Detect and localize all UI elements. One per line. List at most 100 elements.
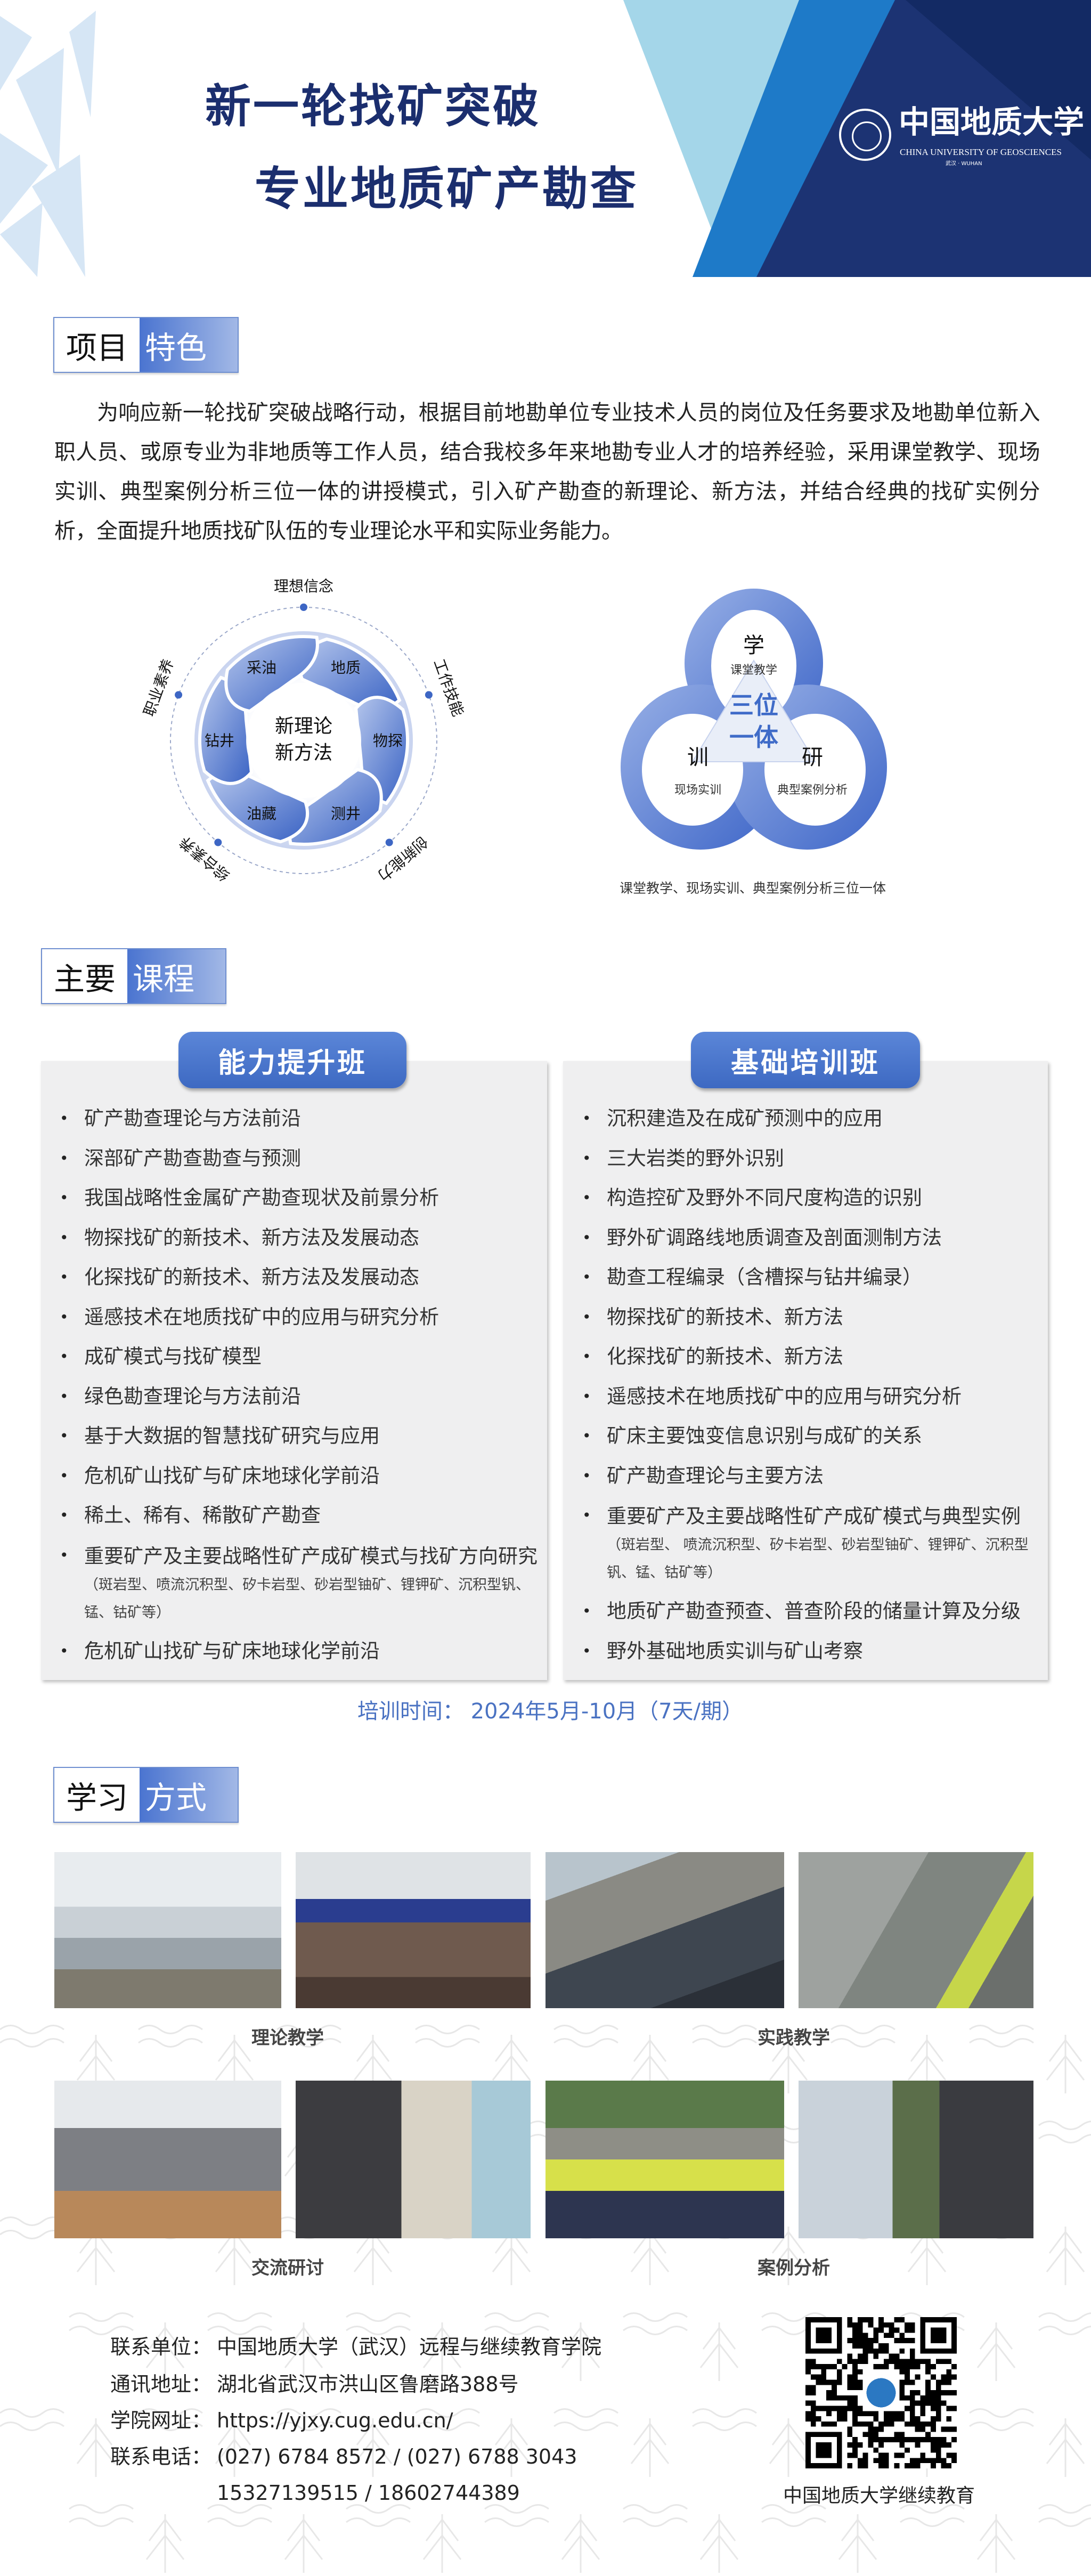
heading-part-a: 主要 xyxy=(42,949,127,1003)
wheel-outer-label: 工作技能 xyxy=(430,657,467,719)
course-item-text: 矿床主要蚀变信息识别与成矿的关系 xyxy=(607,1424,922,1447)
course-item-text: 物探找矿的新技术、新方法 xyxy=(607,1305,843,1328)
logo-cn: 中国地质大学 xyxy=(899,104,1085,140)
title-line-2: 专业地质矿产勘查 xyxy=(255,162,638,216)
photo-classroom-lecture xyxy=(54,1852,281,2008)
wheel-blade-label: 采油 xyxy=(247,659,276,676)
label-theory: 理论教学 xyxy=(251,2027,324,2049)
course-item: 物探找矿的新技术、新方法及发展动态 xyxy=(60,1218,542,1258)
course-item: 沉积建造及在成矿预测中的应用 xyxy=(582,1099,1046,1139)
logo-sub: 武汉 · WUHAN xyxy=(946,161,982,167)
course-item: 勘查工程编录（含槽探与钻井编录） xyxy=(582,1258,1046,1298)
wheel-blade-label: 物探 xyxy=(373,732,403,749)
wheel-blade-label: 钻井 xyxy=(205,732,234,749)
course-item: 地质矿产勘查预查、普查阶段的储量计算及分级 xyxy=(582,1592,1046,1632)
course-item: 我国战略性金属矿产勘查现状及前景分析 xyxy=(60,1178,542,1218)
orbit-dot xyxy=(385,838,393,846)
wheel-outer-label: 理想信念 xyxy=(274,577,333,595)
course-item-text: 野外矿调路线地质调查及剖面测制方法 xyxy=(607,1226,942,1249)
course-item-text: 成矿模式与找矿模型 xyxy=(84,1345,262,1368)
contact-label: 联系单位： xyxy=(110,2335,212,2359)
course-item-text: 重要矿产及主要战略性矿产成矿模式与找矿方向研究 xyxy=(84,1544,538,1568)
heading-part-b: 课程 xyxy=(127,949,225,1003)
contact-label: 联系电话： xyxy=(110,2445,212,2468)
course-item: 野外基础地质实训与矿山考察 xyxy=(582,1632,1046,1672)
course-item: 成矿模式与找矿模型 xyxy=(60,1337,542,1377)
course-item: 化探找矿的新技术、新方法及发展动态 xyxy=(60,1258,542,1298)
title-line-1: 新一轮找矿突破 xyxy=(205,80,541,133)
wheel-blade xyxy=(224,635,319,713)
qr-code[interactable] xyxy=(805,2317,957,2468)
course-item-text: 遥感技术在地质找矿中的应用与研究分析 xyxy=(84,1305,439,1328)
intro-paragraph: 为响应新一轮找矿突破战略行动，根据目前地勘单位专业技术人员的岗位及任务要求及地勘… xyxy=(54,401,1040,543)
course-item: 矿产勘查理论与方法前沿 xyxy=(60,1099,542,1139)
course-item-note: （斑岩型、喷流沉积型、矽卡岩型、砂岩型铀矿、锂钾矿、沉积型钒、锰、钴矿等） xyxy=(84,1576,530,1621)
course-item-text: 化探找矿的新技术、新方法及发展动态 xyxy=(84,1266,419,1289)
university-logo: 中国地质大学 CHINA UNIVERSITY OF GEOSCIENCES 武… xyxy=(839,104,1084,174)
course-item-text: 危机矿山找矿与矿床地球化学前沿 xyxy=(84,1639,380,1662)
contact-value: 中国地质大学（武汉）远程与继续教育学院 xyxy=(217,2335,602,2359)
course-item-text: 遥感技术在地质找矿中的应用与研究分析 xyxy=(607,1384,962,1408)
photo-discussion-room xyxy=(54,2081,281,2238)
course-item: 化探找矿的新技术、新方法 xyxy=(582,1337,1046,1377)
course-item: 重要矿产及主要战略性矿产成矿模式与找矿方向研究 （斑岩型、喷流沉积型、矽卡岩型、砂… xyxy=(60,1536,542,1632)
orbit-dot xyxy=(300,604,307,611)
logo-en: CHINA UNIVERSITY OF GEOSCIENCES xyxy=(900,147,1062,157)
photo-group-discussion xyxy=(296,2081,531,2238)
course-item: 矿产勘查理论与主要方法 xyxy=(582,1456,1046,1496)
trinity-diagram: 学 课堂教学 三位 一体 训 现场实训 研 典型案例分析 xyxy=(621,589,887,850)
trinity-yan: 研 xyxy=(802,745,823,770)
university-seal-icon xyxy=(839,109,891,161)
trinity-xun-sub: 现场实训 xyxy=(674,784,721,797)
heading-part-a: 学习 xyxy=(54,1768,140,1822)
wheel-outer-label: 职业素养 xyxy=(140,657,177,719)
trinity-caption: 课堂教学、现场实训、典型案例分析三位一体 xyxy=(619,881,886,896)
trinity-center-1: 三位 xyxy=(729,691,778,720)
section-heading-courses: 主要 课程 xyxy=(41,948,226,1004)
course-item-text: 危机矿山找矿与矿床地球化学前沿 xyxy=(84,1464,380,1487)
wheel-outer-label: 创新能力 xyxy=(374,833,431,884)
label-exchange: 交流研讨 xyxy=(251,2257,324,2279)
header-background xyxy=(0,0,1091,277)
course-item: 绿色勘查理论与方法前沿 xyxy=(60,1377,542,1417)
wheel-blade-label: 油藏 xyxy=(247,805,276,822)
course-item: 遥感技术在地质找矿中的应用与研究分析 xyxy=(582,1377,1046,1417)
heading-part-b: 方式 xyxy=(140,1768,238,1822)
website-link[interactable]: https://yjxy.cug.edu.cn/ xyxy=(217,2409,453,2432)
contact-phone: 联系电话：(027) 6784 8572 / (027) 6788 3043 xyxy=(110,2444,577,2469)
course-item: 矿床主要蚀变信息识别与成矿的关系 xyxy=(582,1416,1046,1456)
course-item-text: 矿产勘查理论与主要方法 xyxy=(607,1464,824,1487)
course-item: 危机矿山找矿与矿床地球化学前沿 xyxy=(60,1632,542,1672)
course-item-text: 绿色勘查理论与方法前沿 xyxy=(84,1384,301,1408)
course-item: 危机矿山找矿与矿床地球化学前沿 xyxy=(60,1456,542,1496)
course-item-text: 我国战略性金属矿产勘查现状及前景分析 xyxy=(84,1186,439,1209)
course-title-basic: 基础培训班 xyxy=(691,1032,920,1088)
course-item: 重要矿产及主要战略性矿产成矿模式与典型实例 （斑岩型、 喷流沉积型、矽卡岩型、砂岩… xyxy=(582,1496,1046,1592)
qr-caption: 中国地质大学继续教育 xyxy=(783,2485,975,2507)
heading-part-b: 特色 xyxy=(140,318,238,372)
heading-part-a: 项目 xyxy=(54,318,140,372)
contact-label: 学院网址： xyxy=(110,2409,212,2432)
orbit-dot xyxy=(214,838,222,846)
course-item-note: （斑岩型、 喷流沉积型、矽卡岩型、砂岩型铀矿、锂钾矿、沉积型钒、锰、钴矿等） xyxy=(607,1537,1029,1581)
training-schedule: 培训时间： 2024年5月-10月（7天/期） xyxy=(357,1699,744,1724)
label-practice: 实践教学 xyxy=(758,2027,830,2049)
trinity-xun: 训 xyxy=(687,745,709,770)
contact-website: 学院网址：https://yjxy.cug.edu.cn/ xyxy=(110,2408,453,2433)
course-item-text: 野外基础地质实训与矿山考察 xyxy=(607,1639,863,1662)
course-item: 野外矿调路线地质调查及剖面测制方法 xyxy=(582,1218,1046,1258)
course-item-text: 矿产勘查理论与方法前沿 xyxy=(84,1107,301,1130)
course-list-basic: 沉积建造及在成矿预测中的应用三大岩类的野外识别构造控矿及野外不同尺度构造的识别野… xyxy=(582,1099,1046,1671)
course-item-text: 物探找矿的新技术、新方法及发展动态 xyxy=(84,1226,419,1249)
course-item-text: 深部矿产勘查勘查与预测 xyxy=(84,1146,301,1170)
trinity-yan-sub: 典型案例分析 xyxy=(777,784,848,797)
course-item: 三大岩类的野外识别 xyxy=(582,1139,1046,1179)
course-item: 物探找矿的新技术、新方法 xyxy=(582,1298,1046,1338)
course-item-text: 重要矿产及主要战略性矿产成矿模式与典型实例 xyxy=(607,1505,1021,1528)
course-item: 稀土、稀有、稀散矿产勘查 xyxy=(60,1496,542,1536)
photo-field-rocks xyxy=(546,1852,784,2008)
wheel-outer-label: 综合素养 xyxy=(176,833,233,884)
trinity-xue-sub: 课堂教学 xyxy=(730,664,777,677)
contact-value: (027) 6784 8572 / (027) 6788 3043 xyxy=(217,2445,577,2468)
wheel-blade-label: 测井 xyxy=(331,805,361,822)
